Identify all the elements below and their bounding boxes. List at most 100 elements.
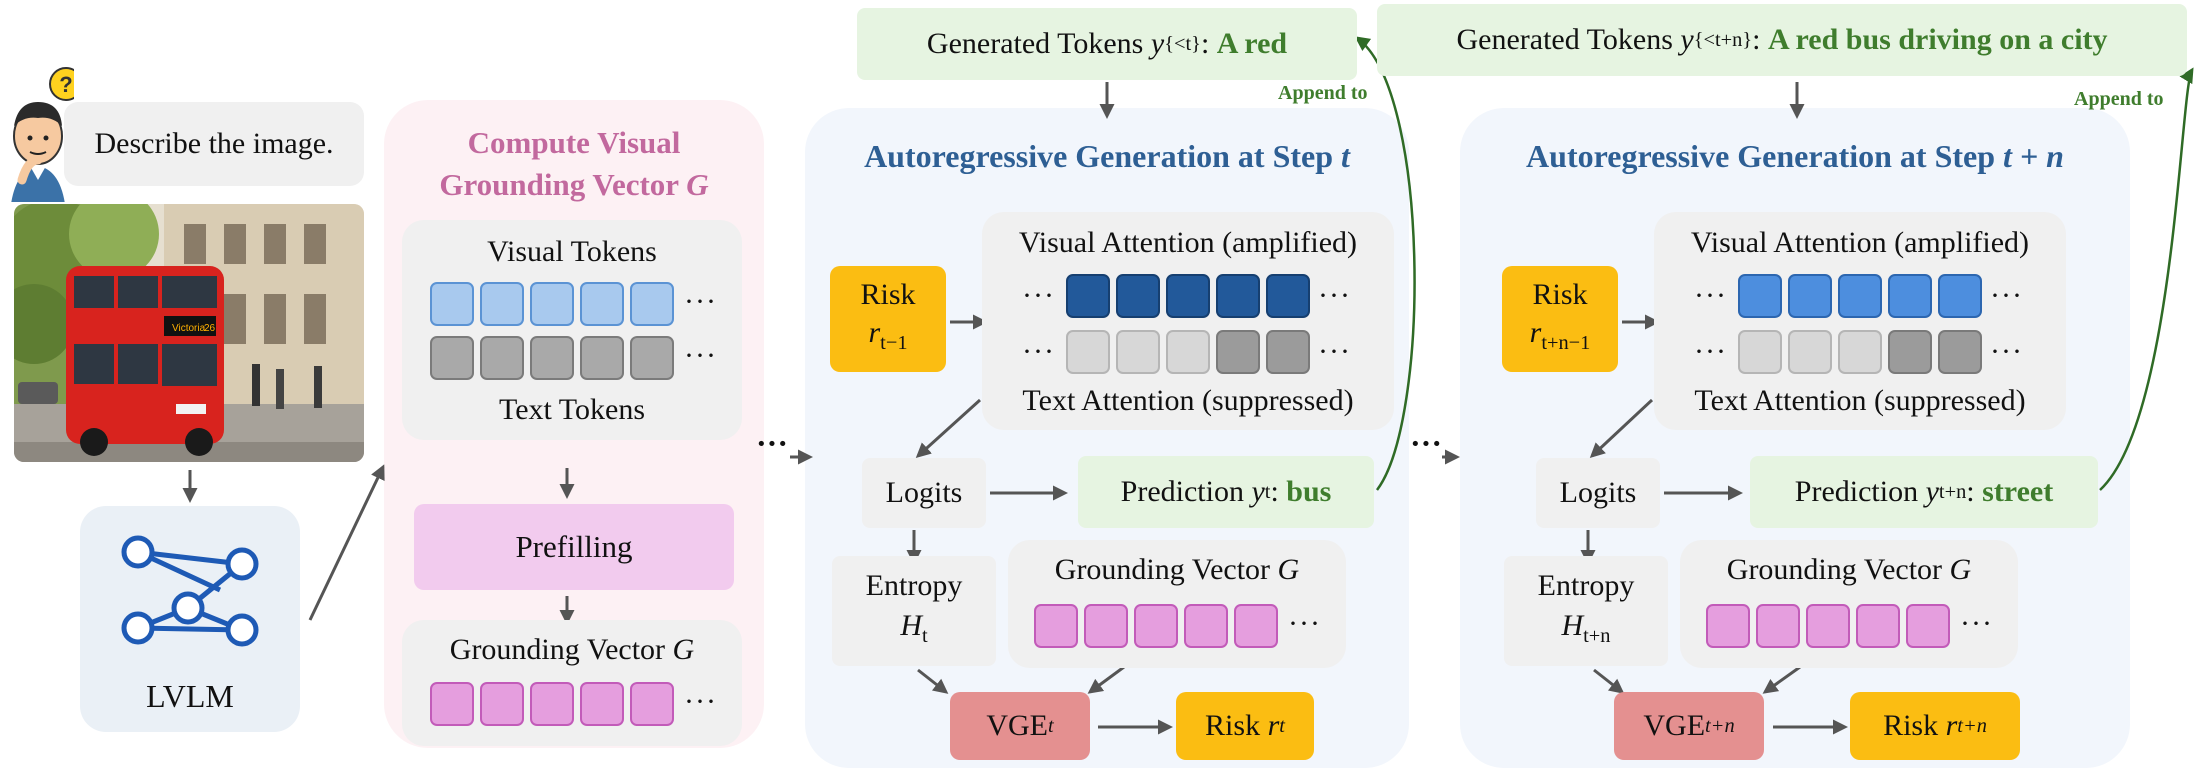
attn-ellipsis: ···	[1022, 279, 1055, 312]
prediction-sub: t+n	[1938, 480, 1967, 503]
visual-attn-token	[1788, 274, 1832, 318]
text-token	[630, 336, 674, 380]
grounding-token	[1856, 604, 1900, 648]
attn-ellipsis: ···	[1694, 279, 1727, 312]
risk-out-sub: t	[1279, 714, 1285, 737]
prediction-sub: t	[1264, 480, 1271, 503]
visual-attn-token	[1838, 274, 1882, 318]
grounding-token	[1234, 604, 1278, 648]
grounding-token	[1184, 604, 1228, 648]
visual-attn-token	[1116, 274, 1160, 318]
text-tokens-label: Text Tokens	[498, 393, 646, 426]
grounding-token	[1134, 604, 1178, 648]
attn-ellipsis: ···	[1318, 279, 1351, 312]
network-icon	[121, 535, 259, 647]
step-t-title: Autoregressive Generation at Step t	[864, 137, 1350, 174]
grounding-ellipsis: ···	[1960, 607, 1993, 640]
entropy-label: Entropy	[865, 569, 963, 602]
compute-title-line1: Compute Visual	[467, 125, 681, 160]
visual-token	[530, 282, 574, 326]
vge-sub: t	[1047, 714, 1054, 737]
visual-token	[430, 282, 474, 326]
generated-tokens-t: Generated Tokens y{<t}: A red	[857, 8, 1357, 80]
arrow-attn-to-logits-t	[915, 398, 982, 459]
question-bubble: Describe the image.	[64, 102, 364, 186]
visual-attn-token	[1216, 274, 1260, 318]
grounding-token	[430, 682, 474, 726]
visual-attn-token	[1266, 274, 1310, 318]
risk-out-label: Risk	[1205, 709, 1261, 742]
step-tn-title: Autoregressive Generation at Step t + n	[1526, 137, 2064, 174]
grounding-token	[630, 682, 674, 726]
prediction-label: Prediction	[1794, 475, 1919, 508]
visual-attn-token	[1066, 274, 1110, 318]
transition-dots-2: ···	[1410, 425, 1443, 461]
append-label-t: Append to	[1278, 82, 1368, 104]
text-token	[530, 336, 574, 380]
text-attn-token	[1216, 330, 1260, 374]
prediction-word: street	[1982, 475, 2054, 508]
text-token	[430, 336, 474, 380]
entropy-box-t: Entropy Ht	[832, 556, 996, 666]
text-attn-label: Text Attention (suppressed)	[1694, 384, 2026, 417]
logits-label: Logits	[885, 476, 963, 509]
risk-out-sub: t+n	[1957, 714, 1987, 737]
arrow-entropy-to-vge-tn	[1593, 668, 1625, 694]
prefilling-label: Prefilling	[515, 529, 633, 564]
grounding-ellipsis: ···	[684, 685, 717, 718]
entropy-label: Entropy	[1537, 569, 1635, 602]
bus-sign-number: 26	[204, 323, 216, 334]
entropy-sub: t+n	[1583, 625, 1611, 647]
lvlm-box: LVLM	[80, 506, 300, 732]
svg-text:?: ?	[59, 72, 72, 97]
visual-attn-label: Visual Attention (amplified)	[1690, 226, 2030, 259]
attn-ellipsis: ···	[1990, 335, 2023, 368]
attn-ellipsis: ···	[1022, 335, 1055, 368]
grounding-token	[530, 682, 574, 726]
compute-grounding-box: Grounding Vector G ···	[402, 620, 742, 746]
vge-label: VGE	[1643, 709, 1706, 742]
step-grounding-box-tn: Grounding Vector G ···	[1680, 540, 2018, 668]
arrow-attn-to-logits-tn	[1589, 398, 1654, 459]
arrow-grounding-to-vge-tn	[1762, 665, 1801, 694]
generated-text-t: A red	[1216, 27, 1288, 60]
grounding-token	[1706, 604, 1750, 648]
append-arrow-tn	[2099, 67, 2194, 491]
text-token	[580, 336, 624, 380]
generated-text-tn: A red bus driving on a city	[1768, 23, 2108, 56]
text-attn-label: Text Attention (suppressed)	[1022, 384, 1354, 417]
text-attn-token	[1938, 330, 1982, 374]
text-attn-token	[1166, 330, 1210, 374]
grounding-token	[480, 682, 524, 726]
compute-title-var: G	[686, 167, 709, 202]
generated-prefix-t: Generated Tokens	[926, 27, 1144, 60]
text-attn-token	[1888, 330, 1932, 374]
text-attn-token	[1738, 330, 1782, 374]
vge-label: VGE	[986, 709, 1048, 742]
grounding-token	[1806, 604, 1850, 648]
attention-box-tn: Visual Attention (amplified) ··· ··· ···…	[1654, 212, 2066, 430]
visual-attn-token	[1166, 274, 1210, 318]
risk-input-tn: Risk rt+n−1	[1502, 266, 1618, 372]
compute-title: Compute Visual Grounding Vector G	[384, 122, 764, 206]
visual-attn-token	[1888, 274, 1932, 318]
step-grounding-label: Grounding Vector G	[1726, 553, 1972, 586]
text-token	[480, 336, 524, 380]
visual-attn-label: Visual Attention (amplified)	[1018, 226, 1358, 259]
generated-prefix-tn: Generated Tokens	[1456, 23, 1673, 56]
grounding-token	[1906, 604, 1950, 648]
risk-out-label: Risk	[1883, 709, 1939, 742]
compute-title-line2: Grounding Vector G	[439, 167, 709, 202]
bus-sign-route: Victoria	[172, 323, 206, 334]
append-label-tn: Append to	[2074, 88, 2164, 110]
risk-label: Risk	[1532, 278, 1588, 311]
visual-tokens-label: Visual Tokens	[487, 235, 657, 268]
step-grounding-box-t: Grounding Vector G ···	[1008, 540, 1346, 668]
grounding-token	[1034, 604, 1078, 648]
